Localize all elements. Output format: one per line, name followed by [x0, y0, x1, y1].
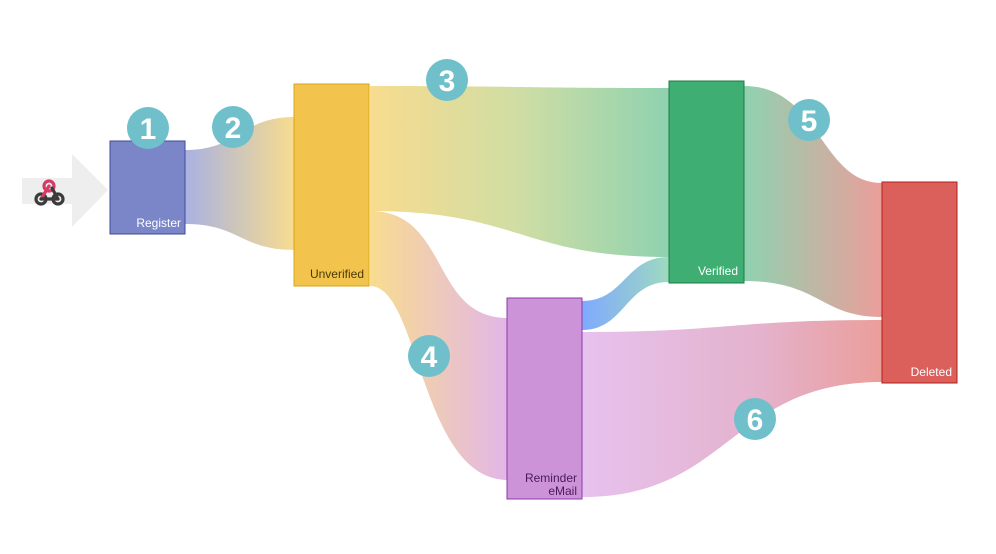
webhook-icon: [34, 179, 65, 206]
badge-5: 5: [788, 99, 830, 141]
node-reminder-label-line: eMail: [548, 484, 577, 498]
badge-3: 3: [426, 59, 468, 101]
node-unverified-box[interactable]: [293, 83, 370, 287]
svg-text:5: 5: [801, 105, 818, 138]
node-deleted[interactable]: Deleted: [881, 181, 958, 384]
badge-6: 6: [734, 398, 776, 440]
node-verified-box[interactable]: [668, 80, 745, 284]
node-register-box[interactable]: [109, 140, 186, 235]
flow-verified-deleted: [744, 86, 882, 317]
flow-register-unverified: [185, 117, 295, 250]
badge-4: 4: [408, 335, 450, 377]
svg-text:6: 6: [747, 404, 764, 437]
svg-text:3: 3: [439, 65, 456, 98]
entry-arrow: [22, 154, 108, 227]
node-reminder-label-line: Reminder: [525, 471, 577, 485]
node-unverified-label: Unverified: [310, 267, 364, 281]
node-register-label: Register: [136, 216, 181, 230]
svg-text:1: 1: [140, 113, 157, 146]
badge-2: 2: [212, 106, 254, 148]
node-deleted-label: Deleted: [911, 365, 952, 379]
flow-reminder-verified: [582, 257, 669, 330]
node-verified[interactable]: Verified: [668, 80, 745, 284]
node-verified-label: Verified: [698, 264, 738, 278]
svg-text:2: 2: [225, 112, 242, 145]
node-deleted-box[interactable]: [881, 181, 958, 384]
badge-1: 1: [127, 107, 169, 149]
node-register[interactable]: Register: [109, 140, 186, 235]
svg-text:4: 4: [421, 341, 438, 374]
flow-unverified-verified: [370, 86, 669, 257]
node-reminder-box[interactable]: [506, 297, 583, 500]
node-unverified[interactable]: Unverified: [293, 83, 370, 287]
flow-reminder-deleted: [582, 320, 882, 497]
